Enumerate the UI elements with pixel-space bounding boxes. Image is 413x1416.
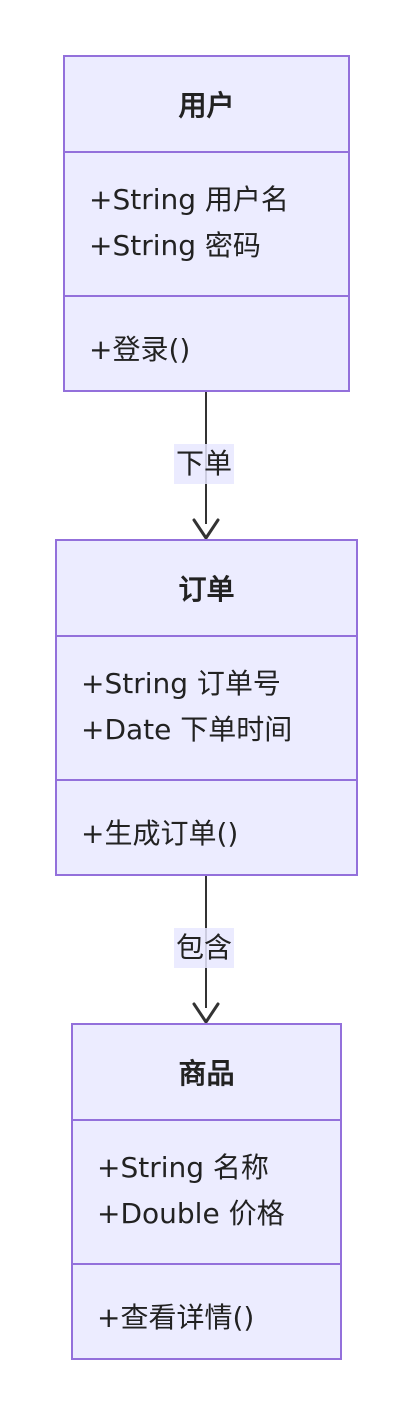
class-user-attributes: +String 用户名 +String 密码 <box>65 153 348 297</box>
class-order-methods: +生成订单() <box>57 781 356 874</box>
class-order-attribute-order-time: +Date 下单时间 <box>81 713 293 746</box>
class-user-method-login: +登录() <box>89 333 191 366</box>
class-order-method-create: +生成订单() <box>81 817 239 850</box>
class-user-title: 用户 <box>65 57 348 153</box>
class-order: 订单 +String 订单号 +Date 下单时间 +生成订单() <box>55 539 358 876</box>
class-user: 用户 +String 用户名 +String 密码 +登录() <box>63 55 350 392</box>
edge-order-product-label: 包含 <box>174 928 235 968</box>
class-product-attributes: +String 名称 +Double 价格 <box>73 1121 340 1265</box>
class-user-attribute-username: +String 用户名 <box>89 183 289 216</box>
class-order-attribute-order-no: +String 订单号 <box>81 667 281 700</box>
class-order-title: 订单 <box>57 541 356 637</box>
class-product-method-view-details: +查看详情() <box>97 1301 255 1334</box>
class-product: 商品 +String 名称 +Double 价格 +查看详情() <box>71 1023 342 1360</box>
edge-order-product-arrow-icon <box>192 1002 220 1024</box>
class-user-attribute-password: +String 密码 <box>89 229 261 262</box>
class-order-attributes: +String 订单号 +Date 下单时间 <box>57 637 356 781</box>
class-product-attribute-name: +String 名称 <box>97 1151 269 1184</box>
class-product-attribute-price: +Double 价格 <box>97 1197 285 1230</box>
edge-user-order-label: 下单 <box>174 444 235 484</box>
edge-user-order-arrow-icon <box>192 518 220 540</box>
class-user-methods: +登录() <box>65 297 348 390</box>
class-product-title: 商品 <box>73 1025 340 1121</box>
class-product-methods: +查看详情() <box>73 1265 340 1358</box>
